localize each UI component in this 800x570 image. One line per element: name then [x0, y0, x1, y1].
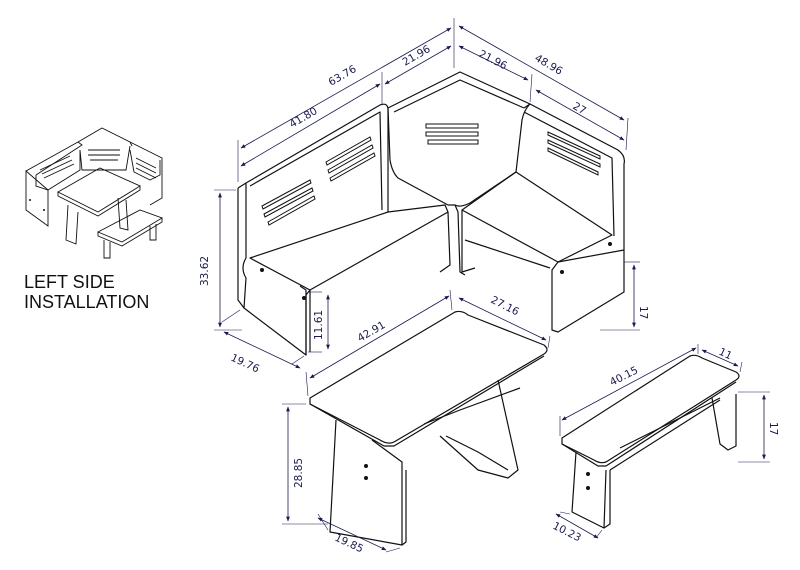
dim-right-seat-height: 17 [637, 306, 649, 319]
small-bench [561, 354, 740, 529]
dim-right-back-length: 27 [571, 100, 589, 117]
dim-seat-height: 11.61 [313, 310, 325, 340]
installation-thumbnail [25, 127, 164, 259]
installation-label-line2: INSTALLATION [24, 292, 150, 312]
dim-corner-left: 21.96 [401, 43, 433, 69]
dim-bench-foot: 10.23 [551, 520, 583, 544]
dimension-lines [214, 18, 770, 553]
dim-total-left-length: 63.76 [327, 63, 359, 89]
dim-total-right-length: 48.96 [533, 52, 565, 78]
dim-bench-width: 11 [717, 346, 734, 363]
dim-table-height: 28.85 [293, 458, 305, 488]
dim-bench-height: 17 [767, 422, 779, 435]
dim-bench-length: 40.15 [608, 364, 640, 388]
dimension-labels: 63.76 41.80 21.96 21.96 48.96 27 33.62 1… [199, 43, 779, 555]
table [309, 310, 548, 546]
dim-left-back-length: 41.80 [288, 105, 320, 130]
dim-bench-depth: 19.76 [229, 352, 262, 376]
dim-back-height: 33.62 [199, 256, 211, 286]
dim-table-length: 42.91 [356, 319, 388, 344]
installation-label-line1: LEFT SIDE [24, 272, 115, 292]
